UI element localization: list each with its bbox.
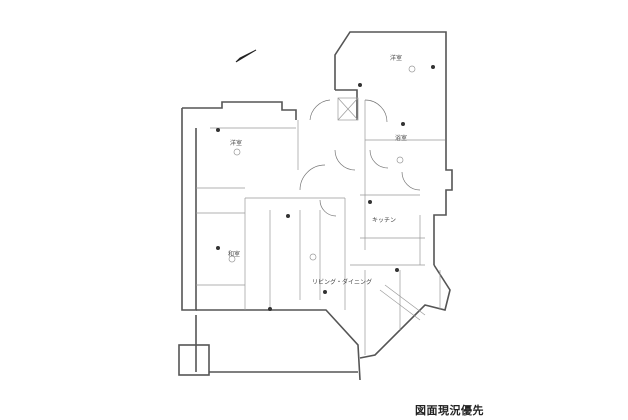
- north-arrow-icon: [235, 49, 257, 63]
- room-label-western-1: 洋室: [230, 139, 242, 147]
- plan-caption: 図面現況優先: [415, 404, 484, 417]
- room-label-kitchen: キッチン: [372, 217, 396, 224]
- walls: [178, 31, 453, 381]
- doors: [299, 99, 421, 217]
- room-label-living-dining: リビング・ダイニング: [312, 278, 372, 286]
- room-label-japanese: 和室: [228, 250, 240, 258]
- room-label-bath: 浴室: [395, 134, 407, 142]
- interior-walls: [196, 97, 445, 355]
- room-label-western-2: 洋室: [390, 54, 402, 62]
- fixtures: [216, 65, 435, 311]
